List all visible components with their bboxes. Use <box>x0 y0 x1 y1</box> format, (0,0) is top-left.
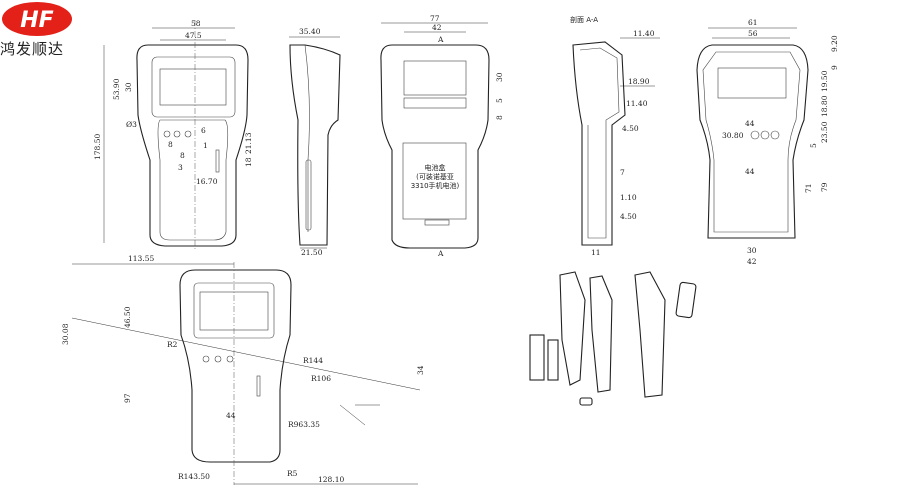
dim-label: 11 <box>591 248 601 257</box>
profile-view: 113.55 30.08 46.50 R2 R144 R106 34 97 44… <box>61 254 425 485</box>
dim-label: 42 <box>432 23 442 32</box>
section-view: 剖面 A-A 11.40 18.90 11.40 4.50 7 1.10 4.5… <box>570 15 660 257</box>
dim-label: 16.70 <box>196 177 218 186</box>
dim-label: 34 <box>416 365 425 375</box>
dim-label: 8 <box>495 115 504 120</box>
back-view: 77 42 A 30 5 8 电池盒 (可装诺基亚 3310手机电池) A <box>380 14 504 258</box>
dim-label: 42 <box>747 257 757 266</box>
dim-label: 8 <box>168 140 173 149</box>
dim-label: 30.08 <box>61 323 70 345</box>
dim-label: 30 <box>495 72 504 82</box>
dim-label: 79 <box>820 182 829 192</box>
hf-logo-icon: HF <box>2 2 72 36</box>
dim-label: 7 <box>620 168 625 177</box>
dim-label: 77 <box>430 14 440 23</box>
dim-label: 18.80 <box>820 95 829 117</box>
dim-label: R106 <box>311 374 331 383</box>
inner-view: 61 56 9.20 9 19.50 18.80 23.50 5 79 71 4… <box>696 18 839 266</box>
dim-label: 19.50 <box>820 70 829 92</box>
dim-label: 11.40 <box>633 29 655 38</box>
dim-label: R963.35 <box>288 420 320 429</box>
dim-label: R2 <box>167 340 178 349</box>
dim-label: 30.80 <box>722 131 744 140</box>
front-view: 58 47.5 53.90 30 Ø3 6 8 8 3 1 21.13 18 1… <box>93 19 253 250</box>
dim-label: 35.40 <box>299 27 321 36</box>
dim-label: 8 <box>180 151 185 160</box>
battery-label: 电池盒 <box>425 163 446 172</box>
battery-label: 3310手机电池) <box>411 181 460 190</box>
dim-label: 97 <box>123 393 132 403</box>
logo-company-name: 鸿发顺达 <box>0 40 65 58</box>
dim-label: 71 <box>804 183 813 193</box>
dim-label: R143.50 <box>178 472 210 481</box>
dim-label: 4.50 <box>620 212 637 221</box>
dim-label: 18.90 <box>628 77 650 86</box>
dim-label: A <box>437 35 444 44</box>
dim-label: 44 <box>226 411 236 420</box>
dim-label: 1 <box>203 141 208 150</box>
dim-label: 21.50 <box>301 248 323 257</box>
dim-label: 3 <box>178 163 183 172</box>
dim-label: 44 <box>745 167 755 176</box>
dim-label: 30 <box>124 82 133 92</box>
dim-label: 47.5 <box>185 31 202 40</box>
dim-label: 9.20 <box>830 35 839 52</box>
dim-label: 53.90 <box>112 78 121 100</box>
dim-label: R5 <box>287 469 298 478</box>
section-title: 剖面 A-A <box>570 15 598 24</box>
battery-label: (可装诺基亚 <box>416 172 454 181</box>
side-view: 35.40 21.50 <box>289 27 341 257</box>
dim-label: 18 <box>244 157 253 167</box>
dim-label: 58 <box>191 19 201 28</box>
dim-label: 46.50 <box>123 306 132 328</box>
dim-label: 4.50 <box>622 124 639 133</box>
dim-label: 5 <box>495 98 504 103</box>
dim-label: 128.10 <box>318 475 344 484</box>
dim-label: 178.50 <box>93 134 102 160</box>
dim-label: 9 <box>830 65 839 70</box>
dim-label: 5 <box>809 143 818 148</box>
svg-text:HF: HF <box>20 8 53 33</box>
exploded-view <box>529 271 697 406</box>
dim-label: R144 <box>303 356 323 365</box>
dim-label: 30 <box>747 246 757 255</box>
dim-label: 1.10 <box>620 193 637 202</box>
dim-label: 113.55 <box>128 254 154 263</box>
dim-label: 56 <box>748 29 758 38</box>
dim-label: A <box>437 249 444 258</box>
dim-label: 11.40 <box>626 99 648 108</box>
dim-label: 6 <box>201 126 206 135</box>
dim-label: 61 <box>748 18 758 27</box>
dim-label: 21.13 <box>244 132 253 154</box>
dim-label: 23.50 <box>820 121 829 143</box>
dim-label: Ø3 <box>126 120 137 129</box>
dim-label: 44 <box>745 119 755 128</box>
